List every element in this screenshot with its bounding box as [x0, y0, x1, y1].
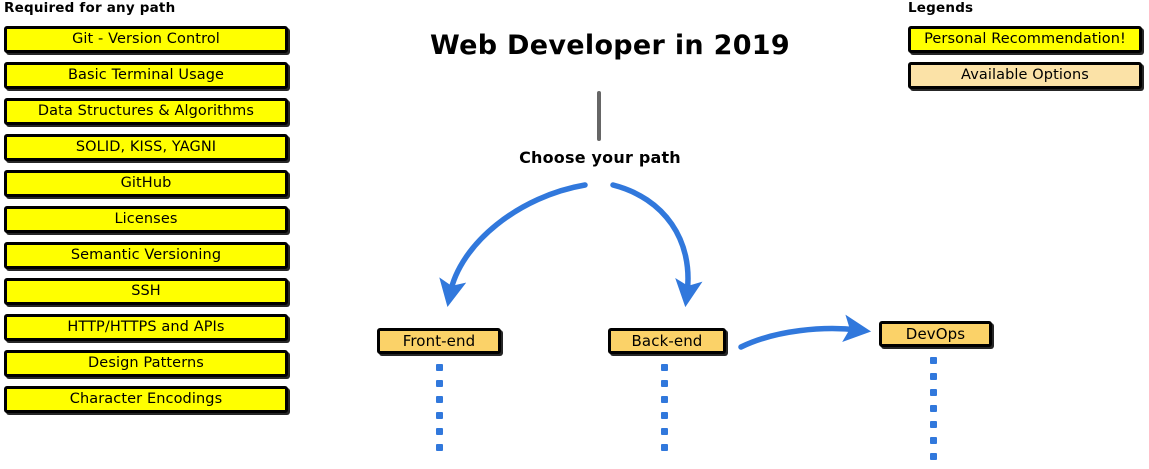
- required-item-label: Git - Version Control: [72, 31, 220, 48]
- required-item-label: GitHub: [120, 175, 172, 192]
- legend-label: Available Options: [961, 67, 1089, 84]
- dot-trail-front-end: [436, 364, 443, 460]
- required-item-ssh[interactable]: SSH: [4, 278, 288, 305]
- choose-your-path-label: Choose your path: [519, 148, 681, 167]
- required-item-label: Licenses: [114, 211, 178, 228]
- required-item-basic-terminal-usage[interactable]: Basic Terminal Usage: [4, 62, 288, 89]
- required-item-label: SOLID, KISS, YAGNI: [75, 139, 217, 156]
- trail-dot: [930, 437, 937, 444]
- trail-dot: [436, 444, 443, 451]
- legends-column: Legends Personal Recommendation! Availab…: [908, 0, 1146, 98]
- arrow-backend-to-devops: [738, 314, 872, 350]
- required-item-data-structures-algorithms[interactable]: Data Structures & Algorithms: [4, 98, 288, 125]
- diagram-title: Web Developer in 2019: [430, 30, 790, 61]
- trail-dot: [661, 412, 668, 419]
- required-item-git-version-control[interactable]: Git - Version Control: [4, 26, 288, 53]
- required-item-character-encodings[interactable]: Character Encodings: [4, 386, 288, 413]
- required-item-solid-kiss-yagni[interactable]: SOLID, KISS, YAGNI: [4, 134, 288, 161]
- required-for-any-path-column: Required for any path Git - Version Cont…: [4, 0, 296, 422]
- required-item-github[interactable]: GitHub: [4, 170, 288, 197]
- legend-label: Personal Recommendation!: [924, 31, 1126, 48]
- legend-personal-recommendation: Personal Recommendation!: [908, 26, 1142, 53]
- required-item-label: HTTP/HTTPS and APIs: [67, 319, 225, 336]
- path-node-label: Front-end: [402, 331, 476, 350]
- legends-heading: Legends: [908, 0, 974, 16]
- path-node-label: Back-end: [631, 331, 703, 350]
- trail-dot: [930, 405, 937, 412]
- trail-dot: [930, 373, 937, 380]
- trail-dot: [661, 396, 668, 403]
- trail-dot: [436, 380, 443, 387]
- required-item-http-https-and-apis[interactable]: HTTP/HTTPS and APIs: [4, 314, 288, 341]
- trail-dot: [436, 412, 443, 419]
- trail-dot: [661, 364, 668, 371]
- dot-trail-back-end: [661, 364, 668, 460]
- required-column-heading: Required for any path: [4, 0, 176, 16]
- arrow-to-frontend: [439, 182, 588, 307]
- required-item-label: Semantic Versioning: [70, 247, 222, 264]
- legend-available-options: Available Options: [908, 62, 1142, 89]
- required-item-design-patterns[interactable]: Design Patterns: [4, 350, 288, 377]
- required-item-label: Design Patterns: [88, 355, 204, 372]
- required-item-semantic-versioning[interactable]: Semantic Versioning: [4, 242, 288, 269]
- trail-dot: [930, 453, 937, 460]
- path-node-front-end[interactable]: Front-end: [377, 328, 501, 354]
- trail-dot: [930, 389, 937, 396]
- trail-dot: [930, 421, 937, 428]
- path-node-back-end[interactable]: Back-end: [608, 328, 726, 354]
- trail-dot: [661, 428, 668, 435]
- dot-trail-devops: [930, 357, 937, 469]
- required-item-label: Character Encodings: [69, 391, 223, 408]
- trail-dot: [436, 364, 443, 371]
- trail-dot: [661, 380, 668, 387]
- trail-dot: [436, 428, 443, 435]
- required-item-label: Data Structures & Algorithms: [37, 103, 255, 120]
- path-node-label: DevOps: [905, 324, 966, 343]
- trunk-connector-line: [597, 91, 601, 141]
- trail-dot: [436, 396, 443, 403]
- required-item-label: Basic Terminal Usage: [67, 67, 225, 84]
- arrow-to-backend: [610, 182, 703, 308]
- path-node-devops[interactable]: DevOps: [879, 321, 992, 347]
- trail-dot: [930, 357, 937, 364]
- trail-dot: [661, 444, 668, 451]
- required-item-label: SSH: [131, 283, 161, 300]
- required-item-licenses[interactable]: Licenses: [4, 206, 288, 233]
